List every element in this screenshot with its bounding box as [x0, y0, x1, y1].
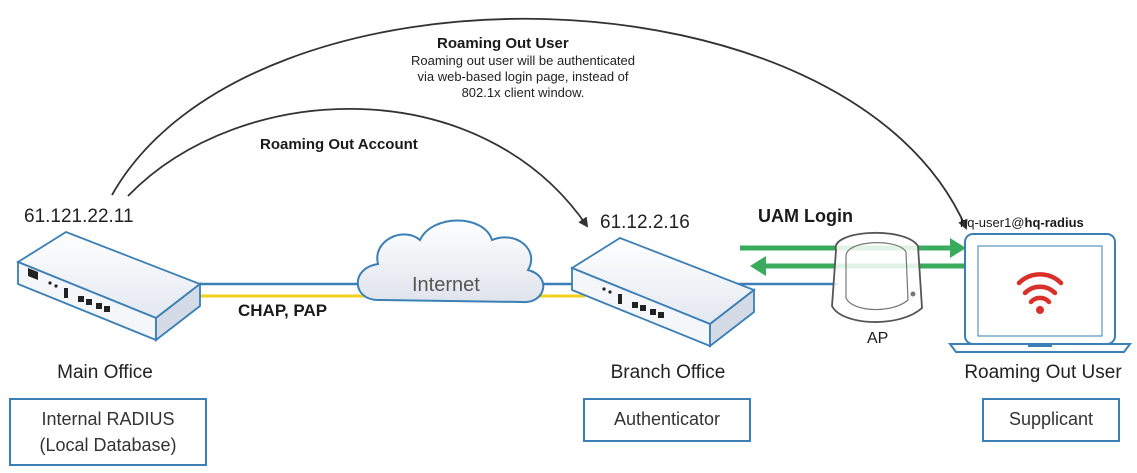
- description-line-3: 802.1x client window.: [461, 85, 585, 100]
- roaming-account-title: Roaming Out Account: [260, 136, 418, 153]
- account-prefix: hq-user1@: [960, 215, 1025, 230]
- roaming-user-title: Roaming Out User: [437, 35, 569, 52]
- branch-office-ip: 61.12.2.16: [600, 212, 690, 233]
- main-office-device: [16, 230, 202, 342]
- main-office-role-box: Internal RADIUS (Local Database): [9, 398, 207, 466]
- laptop-icon: [948, 233, 1132, 353]
- account-domain: hq-radius: [1024, 215, 1084, 230]
- uam-login-label: UAM Login: [758, 206, 853, 226]
- roaming-user-description: Roaming out user will be authenticated v…: [378, 53, 668, 101]
- internet-label: Internet: [412, 274, 480, 296]
- ap-label: AP: [867, 330, 889, 347]
- roaming-user-arc: [111, 17, 968, 230]
- roaming-account-arc: [127, 107, 589, 228]
- role-line-1: Internal RADIUS: [41, 409, 175, 429]
- branch-office-device: [570, 236, 756, 348]
- internet-cloud: [356, 219, 545, 304]
- main-office-ip: 61.121.22.11: [24, 206, 134, 227]
- branch-office-role-box: Authenticator: [583, 398, 751, 442]
- role-line-2: (Local Database): [39, 435, 177, 455]
- branch-office-label: Branch Office: [610, 362, 726, 383]
- protocol-label: CHAP, PAP: [238, 301, 328, 320]
- access-point: [831, 231, 923, 323]
- main-office-label: Main Office: [57, 362, 153, 383]
- wifi-dot: [1036, 306, 1044, 314]
- description-line-2: via web-based login page, instead of: [417, 69, 629, 84]
- user-label: Roaming Out User: [964, 362, 1122, 383]
- wifi-icon: [1016, 272, 1064, 305]
- user-role-box: Supplicant: [982, 398, 1120, 442]
- description-line-1: Roaming out user will be authenticated: [410, 53, 636, 68]
- user-account: hq-user1@hq-radius: [960, 215, 1084, 230]
